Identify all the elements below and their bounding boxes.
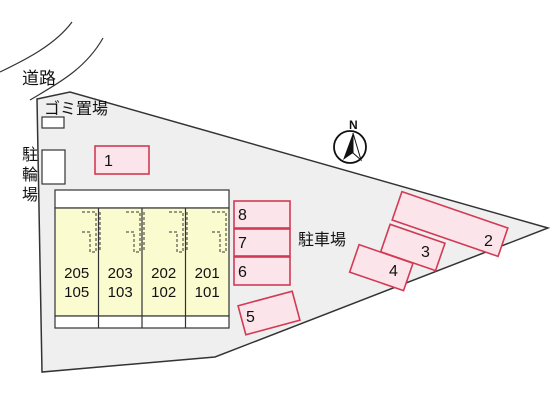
parking-spot-5-group <box>237 290 301 336</box>
parking-spot-3-label: 3 <box>421 244 430 261</box>
bicycle-parking-label-1: 駐 <box>22 145 38 164</box>
garbage-area-label: ゴミ置場 <box>44 99 108 118</box>
apartment-building: 205 105 203 103 202 102 201 101 <box>54 189 230 329</box>
road-edge-upper <box>0 21 73 73</box>
garbage-area <box>41 116 65 129</box>
unit-label-105: 105 <box>64 284 89 301</box>
parking-spot-8 <box>233 200 291 229</box>
bicycle-parking-area <box>41 149 66 185</box>
building-top-strip <box>54 189 230 209</box>
parking-spot-4-label: 4 <box>389 263 398 280</box>
unit-label-103: 103 <box>108 284 133 301</box>
parking-spot-6 <box>233 256 291 286</box>
parking-spot-5-label: 5 <box>246 309 255 326</box>
road-edge-lower <box>29 37 104 101</box>
parking-lot-label: 駐車場 <box>298 230 346 249</box>
unit-label-101: 101 <box>195 284 220 301</box>
parking-spot-1 <box>94 145 150 175</box>
north-label: N <box>349 118 358 132</box>
stair-markings <box>82 211 227 253</box>
unit-label-203: 203 <box>108 265 133 282</box>
unit-label-202: 202 <box>151 265 176 282</box>
parking-spot-4-group <box>348 243 414 292</box>
parking-spot-2 <box>391 190 509 258</box>
unit-label-205: 205 <box>64 265 89 282</box>
parking-spot-7-label: 7 <box>238 235 247 252</box>
parking-spot-7 <box>233 228 291 257</box>
bicycle-parking-label-2: 輪 <box>22 165 38 184</box>
road-label: 道路 <box>22 69 56 89</box>
bicycle-parking-label-3: 場 <box>22 185 38 204</box>
parking-spot-1-label: 1 <box>104 153 113 170</box>
parking-spot-5 <box>237 290 301 336</box>
parking-spot-6-label: 6 <box>238 264 247 281</box>
parking-spot-4 <box>348 243 414 292</box>
north-arrow-icon: N <box>333 118 367 164</box>
parking-spot-8-label: 8 <box>238 207 247 224</box>
parking-spot-2-label: 2 <box>484 233 493 250</box>
parking-spot-2-group <box>391 190 509 258</box>
unit-label-201: 201 <box>195 265 220 282</box>
unit-label-102: 102 <box>151 284 176 301</box>
